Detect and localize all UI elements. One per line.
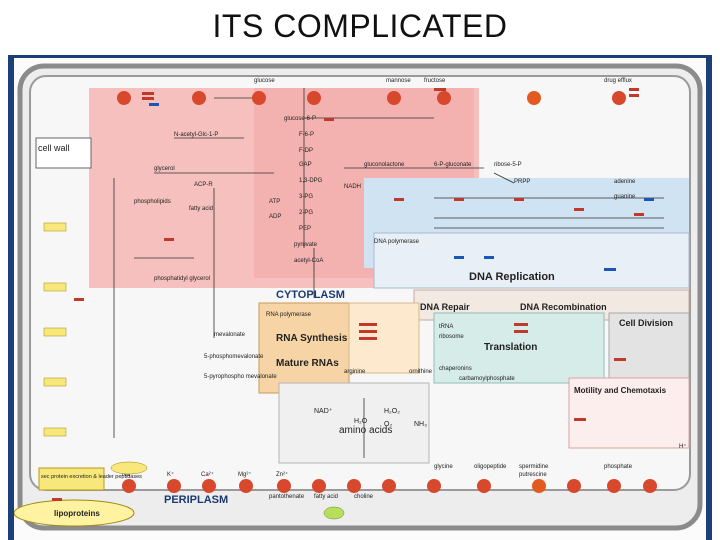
transporter-1 [117,91,131,105]
glucose-label: glucose [254,78,275,84]
gene-tags [52,88,644,501]
fatty-acid-pt-label: fatty acid [314,494,338,500]
metabolic-pathway-diagram: cell wall CYTOPLASM PERIPLASM DNA Replic… [14,58,706,540]
cell-division-block [608,312,690,379]
fdp-label: F-DP [299,148,313,154]
ribosome-label: ribosome [439,334,464,340]
na-ion-label: Na⁺ [122,471,133,478]
carbamoylphosphate-label: carbamoylphosphate [459,376,515,382]
mevalonate-label: mevalonate [214,332,246,338]
drug-efflux-label: drug efflux [604,78,632,84]
phosphatidyl-glycerol-label: phosphatidyl glycerol [154,276,210,282]
2pg-label: 2-PG [299,210,313,216]
ornithine-label: ornithine [409,369,433,375]
rna-synthesis-label: RNA Synthesis [276,333,348,344]
nh3-label: NH₃ [414,421,427,428]
spermidine-label: spermidine [519,464,549,470]
sec-export-box [38,467,105,491]
transporter-6 [437,91,451,105]
3pg-label: 3-PG [299,194,313,200]
transporter-7 [527,91,541,105]
pathway-arrows [113,88,664,458]
sec-export-label: sec protein excretion & leader peptidase… [41,474,142,480]
arginine-label: arginine [344,369,366,375]
5p-mevalonate-label: 5-phosphomevalonate [204,354,264,360]
gap-label: GAP [299,162,312,168]
oligopeptide-label: oligopeptide [474,464,507,470]
glycerol-label: glycerol [154,166,175,172]
chaperonin-label: chaperonins [439,366,472,372]
mannose-label: mannose [386,78,411,84]
dna-poly-label: DNA polymerase [374,239,420,245]
slide-title: ITS COMPLICATED [212,8,508,44]
dna-recombination-label: DNA Recombination [520,302,607,312]
rna-poly-label: RNA polymerase [266,312,312,318]
nacetyl-glc-label: N-acetyl-Glc-1-P [174,132,218,138]
pyruvate-label: pyruvate [294,242,318,248]
translation-label: Translation [484,342,537,353]
h-ion-label: H⁺ [679,443,687,450]
transporter-2 [192,91,206,105]
phospholipids-label: phospholipids [134,199,171,205]
glucose-6p-label: glucose-6-P [284,116,316,122]
cell-wall-box [35,137,92,169]
13dpg-label: 1,3-DPG [299,178,323,184]
transporter-4 [307,91,321,105]
ca-ion-label: Ca²⁺ [201,471,214,478]
h2o-label: H₂O [354,418,368,425]
mg-ion-label: Mg²⁺ [238,471,252,478]
acetyl-coa-label: acetyl-CoA [294,258,323,264]
gluconolactone-label: gluconolactone [364,162,405,168]
dna-repair-label: DNA Repair [420,302,470,312]
pantothenate-label: pantothenate [269,494,305,500]
glycine-label: glycine [434,464,453,470]
dna-replication-label: DNA Replication [469,271,555,283]
cytoplasm-label: CYTOPLASM [276,289,345,301]
transporter-8 [612,91,626,105]
atp-label: ATP [269,199,280,205]
fatty-acid-label: fatty acid [189,206,213,212]
h2o2-label: H₂O₂ [384,408,400,415]
5pp-mevalonate-label: 5-pyrophospho mevalonate [204,374,277,380]
o2-label: O₂ [384,421,392,428]
cell-wall-label: cell wall [38,143,70,153]
6p-gluconate-label: 6-P-gluconate [434,162,472,168]
prpp-label: PRPP [514,179,530,185]
transporter-3 [252,91,266,105]
acp-r-label: ACP-R [194,182,213,188]
top-transporters [117,91,626,105]
choline-label: choline [354,494,374,500]
adenine-label: adenine [614,179,636,185]
adp-label: ADP [269,214,281,220]
zn-ion-label: Zn²⁺ [276,471,288,478]
nadh-label: NADH [344,184,361,190]
f6p-label: F-6-P [299,132,314,138]
lipoprotein-ellipse [14,499,135,527]
motility-label: Motility and Chemotaxis [574,386,667,395]
motility-block [568,377,690,449]
amino-acids-label: amino acids [339,425,392,436]
guanine-label: guanine [614,194,636,200]
amino-acid-region [278,382,430,464]
transporter-5 [387,91,401,105]
trna-label: tRNA [439,324,453,330]
lipoproteins-label: lipoproteins [54,509,100,518]
phosphate-label: phosphate [604,464,633,470]
cell-division-label: Cell Division [619,318,673,328]
putrescine-label: putrescine [519,472,547,478]
bottom-transporters [122,479,657,493]
pep-label: PEP [299,226,311,232]
periplasm-label: PERIPLASM [164,494,228,506]
ribose-5p-label: ribose-5-P [494,162,522,168]
nad-label: NAD⁺ [314,408,333,415]
gene-tags-blue [149,103,654,271]
mature-rnas-label: Mature RNAs [276,358,339,369]
pathway-svg: cell wall CYTOPLASM PERIPLASM DNA Replic… [14,63,703,531]
k-ion-label: K⁺ [167,471,174,478]
dna-replication-block [373,232,690,289]
fructose-label: fructose [424,78,446,84]
rna-synthesis-block [258,302,350,394]
left-yellow-boxes [43,222,345,520]
